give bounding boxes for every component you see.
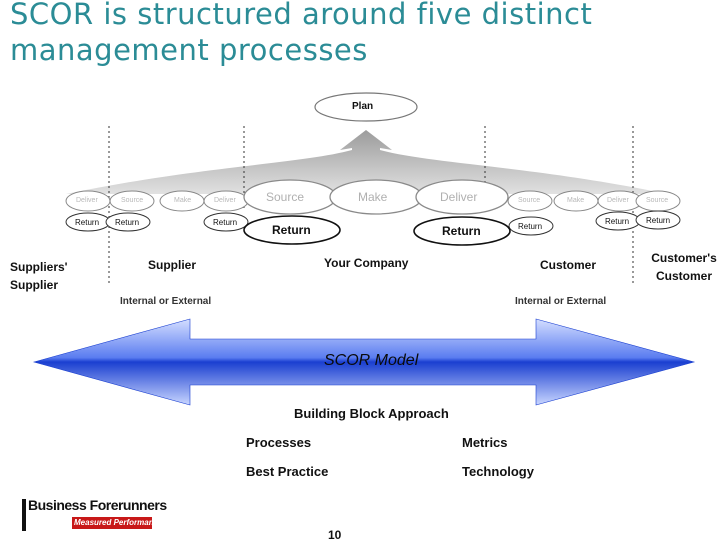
internal-external-left: Internal or External [120,296,212,307]
building-block-heading: Building Block Approach [294,406,449,421]
logo-left-bar [22,499,26,531]
plan-arrow-plume [66,130,668,194]
supplier-label: Supplier [148,258,197,272]
plan-oval [314,92,418,122]
scor-model-label: SCOR Model [324,352,419,369]
left-process-chain [65,190,249,212]
metrics-label: Metrics [462,435,508,450]
return-label: Return [605,217,630,226]
right-chain-label: Deliver [607,197,629,204]
left-chain-label: Make [174,197,192,204]
customer-label: Customer [540,258,597,272]
slide-title: SCOR is structured around five distinct … [10,0,593,67]
company-return-label: Return [442,224,481,238]
technology-label: Technology [462,464,534,479]
your-company-label: Your Company [324,256,409,270]
make-label: Make [358,190,388,204]
return-label: Return [646,216,671,225]
return-label: Return [518,222,543,231]
source-label: Source [266,190,305,204]
left-chain-label: Deliver [214,197,236,204]
plan-label: Plan [352,101,374,112]
core-process-rings [243,179,509,215]
customers-customer-label: Customer's Customer [651,251,717,283]
best-practice-label: Best Practice [246,464,329,479]
right-return-ovals [508,210,681,236]
suppliers-supplier-label: Suppliers' Supplier [10,260,68,292]
return-label: Return [115,218,140,227]
right-process-chain [507,190,681,212]
left-chain-label: Source [121,197,144,204]
logo-tagline: Measured Performance [74,518,163,527]
internal-external-right: Internal or External [515,296,607,307]
right-chain-label: Make [567,197,585,204]
scor-model-arrow [32,318,696,406]
return-label: Return [75,218,100,227]
logo-tagline-bar [72,517,152,529]
right-chain-label: Source [518,197,541,204]
deliver-label: Deliver [440,190,478,204]
company-return-label: Return [272,223,311,237]
right-chain-label: Source [646,197,669,204]
page-number: 10 [328,528,342,542]
processes-label: Processes [246,435,312,450]
company-return-ovals [243,215,511,246]
return-label: Return [213,218,238,227]
logo-name: Business Forerunners [28,497,167,513]
left-return-ovals [65,212,249,232]
left-chain-label: Deliver [76,197,98,204]
